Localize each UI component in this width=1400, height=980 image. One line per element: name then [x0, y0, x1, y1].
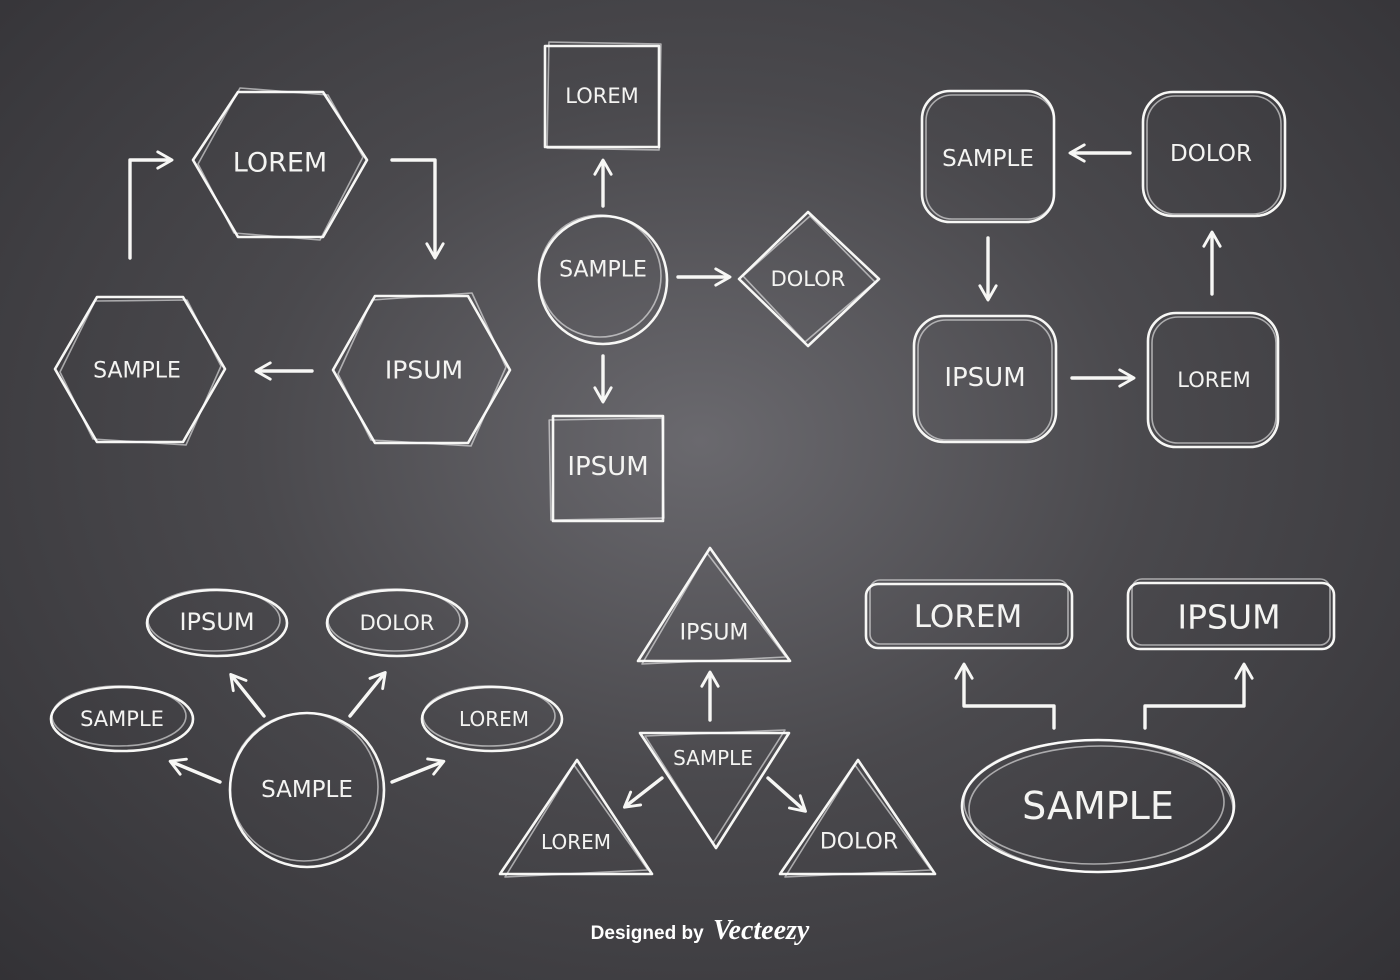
triangle-node-left: LOREM: [498, 758, 654, 878]
rounded-node-bottom-left: IPSUM: [912, 314, 1058, 444]
triangle-node-top: IPSUM: [636, 546, 792, 665]
diamond-right-label: DOLOR: [771, 267, 846, 291]
square-bottom-label: IPSUM: [567, 452, 648, 482]
square-top-label: LOREM: [565, 84, 638, 108]
square-node-top: LOREM: [543, 41, 662, 151]
oval-node-bottom: SAMPLE: [960, 738, 1236, 874]
arrow-oval-to-right-box: [1143, 662, 1254, 730]
rounded-bottom-left-label: IPSUM: [944, 363, 1025, 393]
arrow-hub-to-left: [168, 757, 222, 784]
triangle-node-center: SAMPLE: [638, 729, 791, 850]
box-right-label: IPSUM: [1177, 598, 1280, 637]
ellipse-top-right-label: DOLOR: [360, 611, 435, 635]
ellipse-left-label: SAMPLE: [80, 707, 164, 731]
box-left-label: LOREM: [914, 599, 1022, 635]
triangle-tree-diagram: SAMPLE IPSUM LOREM DOLOR: [498, 546, 937, 878]
circle-node-center: SAMPLE: [537, 214, 669, 346]
brand-logo: Vecteezy: [712, 915, 810, 946]
ellipse-node-left: SAMPLE: [49, 685, 195, 753]
arrow-hub-to-top-right: [348, 670, 387, 718]
rounded-square-cycle-diagram: SAMPLE DOLOR IPSUM LOREM: [912, 89, 1287, 449]
ellipse-hub-diagram: SAMPLE IPSUM DOLOR SAMPLE LOREM: [49, 588, 564, 869]
oval-tree-diagram: SAMPLE LOREM IPSUM: [864, 578, 1336, 874]
triangle-node-right: DOLOR: [778, 758, 937, 878]
hexagon-node-left: SAMPLE: [53, 295, 227, 446]
arrow-top-to-right: [390, 158, 445, 260]
hexagon-node-right: IPSUM: [331, 292, 512, 447]
diamond-node-right: DOLOR: [737, 210, 881, 348]
hexagon-node-top: LOREM: [191, 87, 369, 241]
triangle-center-label: SAMPLE: [673, 746, 753, 770]
hexagon-right-label: IPSUM: [385, 356, 463, 385]
arrow-center-to-right-triangle: [766, 776, 807, 813]
rounded-top-left-label: SAMPLE: [942, 146, 1034, 172]
box-node-right: IPSUM: [1126, 578, 1336, 651]
rounded-node-top-left: SAMPLE: [920, 89, 1056, 224]
triangle-left-label: LOREM: [541, 830, 611, 854]
rounded-node-bottom-right: LOREM: [1146, 311, 1280, 449]
arrow-hub-to-right: [390, 757, 446, 784]
triangle-right-label: DOLOR: [820, 830, 898, 855]
arrow-hub-to-top-left: [229, 672, 266, 718]
ellipse-node-top-left: IPSUM: [145, 588, 289, 658]
hexagon-top-label: LOREM: [233, 148, 327, 179]
ellipse-node-top-right: DOLOR: [325, 588, 469, 658]
hexagon-left-label: SAMPLE: [93, 359, 181, 384]
arrow-left-to-top: [128, 150, 174, 260]
rounded-node-top-right: DOLOR: [1141, 90, 1287, 218]
circle-center-label: SAMPLE: [559, 258, 647, 283]
credit-prefix: Designed by: [590, 923, 704, 944]
ellipse-hub-center: SAMPLE: [228, 711, 386, 869]
ellipse-right-label: LOREM: [459, 707, 529, 731]
box-node-left: LOREM: [864, 579, 1074, 650]
arrow-oval-to-left-box: [954, 662, 1056, 730]
ellipse-top-left-label: IPSUM: [179, 608, 254, 636]
square-node-bottom: IPSUM: [548, 414, 665, 523]
rounded-bottom-right-label: LOREM: [1177, 368, 1250, 392]
rounded-top-right-label: DOLOR: [1170, 141, 1252, 167]
circle-hub-diagram: SAMPLE LOREM DOLOR IPSUM: [537, 41, 881, 523]
triangle-top-label: IPSUM: [680, 621, 749, 646]
ellipse-node-right: LOREM: [420, 685, 564, 753]
credit-line: Designed by Vecteezy: [0, 915, 1400, 947]
hexagon-cycle-diagram: LOREM SAMPLE IPSUM: [53, 87, 512, 447]
oval-bottom-label: SAMPLE: [1022, 784, 1174, 828]
ellipse-hub-center-label: SAMPLE: [261, 777, 353, 803]
arrow-center-to-left-triangle: [622, 776, 664, 809]
